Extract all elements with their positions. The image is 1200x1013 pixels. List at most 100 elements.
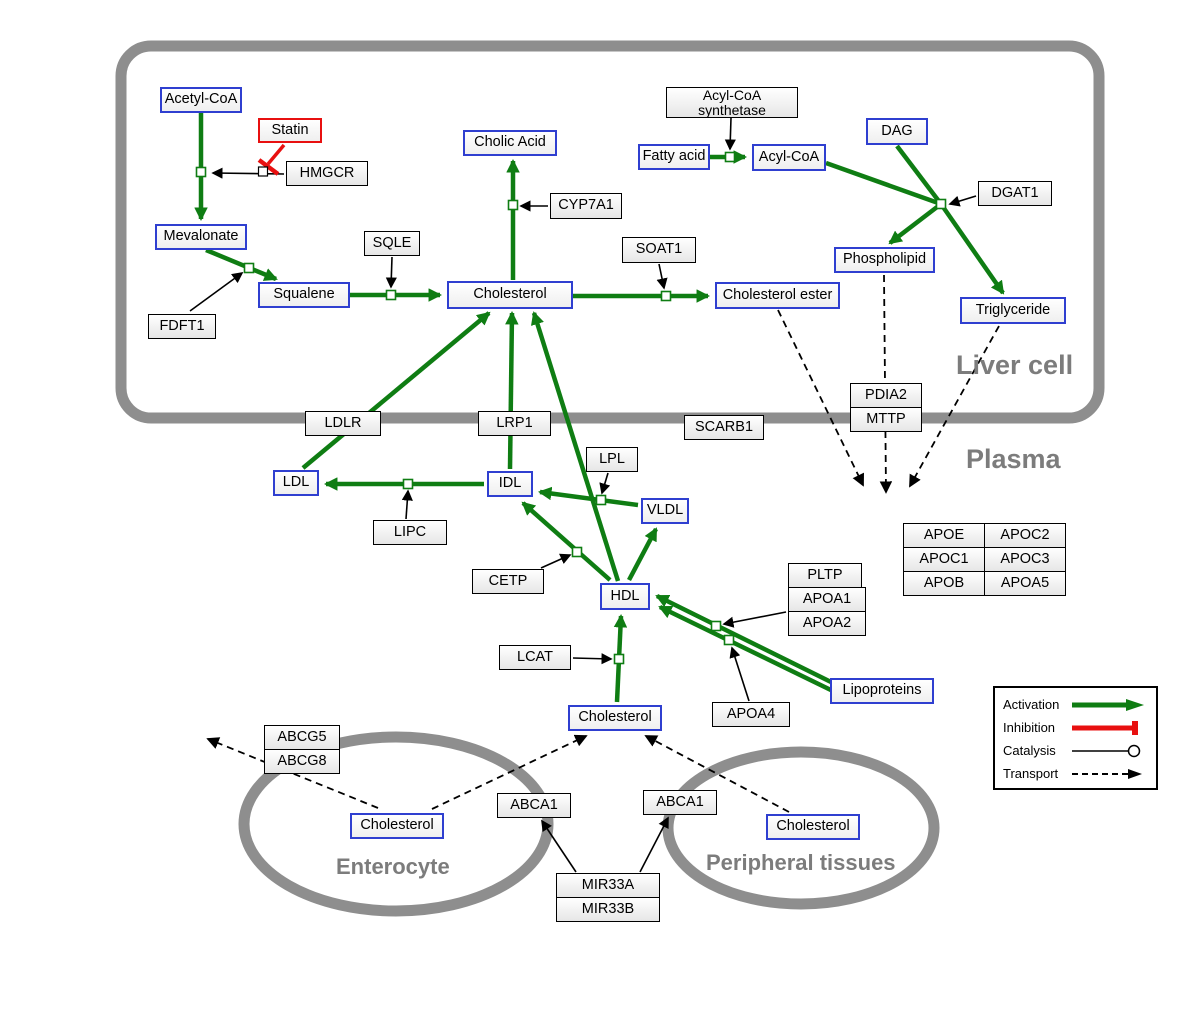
inhibition-tbar-icon	[1072, 720, 1138, 735]
node-abcg8[interactable]: ABCG8	[264, 749, 340, 774]
node-vldl[interactable]: VLDL	[641, 498, 689, 524]
node-abca1-enterocyte[interactable]: ABCA1	[497, 793, 571, 818]
node-scarb1[interactable]: SCARB1	[684, 415, 764, 440]
cat-hmgcr	[211, 167, 285, 179]
edge-lipoproteins-hdl-upper	[655, 593, 832, 685]
node-triglyceride[interactable]: Triglyceride	[960, 297, 1066, 324]
node-ldlr[interactable]: LDLR	[305, 411, 381, 436]
node-soat1[interactable]: SOAT1	[622, 237, 696, 263]
node-cholesterol-peripheral[interactable]: Cholesterol	[766, 814, 860, 840]
cat-lcat	[572, 653, 613, 665]
node-lpl[interactable]: LPL	[586, 447, 638, 472]
node-pltp[interactable]: PLTP	[788, 563, 862, 588]
plasma-label: Plasma	[966, 444, 1061, 474]
legend-row-inhibition: Inhibition	[1003, 716, 1148, 739]
peripheral-tissues-label: Peripheral tissues	[706, 850, 896, 875]
node-mevalonate[interactable]: Mevalonate	[155, 224, 247, 250]
node-dgat1[interactable]: DGAT1	[978, 181, 1052, 206]
edge-vldl-idl	[537, 486, 639, 508]
cat-dgat1	[948, 195, 977, 207]
legend-inhibition-label: Inhibition	[1003, 720, 1056, 735]
node-lipoproteins[interactable]: Lipoproteins	[830, 678, 934, 704]
legend-transport-label: Transport	[1003, 766, 1059, 781]
legend-catalysis-label: Catalysis	[1003, 743, 1056, 758]
activation-edges	[194, 113, 1005, 703]
node-mir33a[interactable]: MIR33A	[556, 873, 660, 898]
cat-apoa4	[729, 646, 750, 702]
inhibition-edge	[257, 143, 286, 176]
node-mttp[interactable]: MTTP	[850, 407, 922, 432]
edge-ldl-cholesterol	[301, 311, 491, 470]
node-cyp7a1[interactable]: CYP7A1	[550, 193, 622, 219]
edge-acylcoa-junction	[825, 160, 942, 207]
node-apob[interactable]: APOB	[903, 571, 985, 596]
edge-hdl-idl	[521, 501, 612, 582]
node-squalene[interactable]: Squalene	[258, 282, 350, 308]
node-apoc2[interactable]: APOC2	[984, 523, 1066, 548]
cat-lipc	[401, 489, 413, 520]
node-pdia2[interactable]: PDIA2	[850, 383, 922, 408]
activation-arrow-icon	[1072, 698, 1144, 711]
node-apoa2[interactable]: APOA2	[788, 611, 866, 636]
edge-junction-triglyceride	[939, 202, 1005, 295]
node-abcg5[interactable]: ABCG5	[264, 725, 340, 750]
cat-acylcoa-synthetase	[724, 117, 736, 151]
legend: Activation Inhibition Catalysis Transpor…	[993, 686, 1158, 790]
cat-fdft1	[189, 272, 244, 312]
node-lcat[interactable]: LCAT	[499, 645, 571, 670]
cat-soat1	[656, 263, 668, 290]
edge-mevalonate-squalene	[205, 247, 278, 282]
node-ldl[interactable]: LDL	[273, 470, 319, 496]
tr-triglyceride-plasma	[909, 325, 1000, 488]
node-hdl[interactable]: HDL	[600, 583, 650, 610]
reaction-nodes	[195, 151, 947, 665]
node-mir33b[interactable]: MIR33B	[556, 897, 660, 922]
catalysis-circle-icon	[1072, 744, 1141, 757]
node-acyl-coa[interactable]: Acyl-CoA	[752, 144, 826, 171]
node-abca1-peripheral[interactable]: ABCA1	[643, 790, 717, 815]
node-acetyl-coa[interactable]: Acetyl-CoA	[160, 87, 242, 113]
enterocyte-label: Enterocyte	[336, 854, 450, 879]
node-cholic-acid[interactable]: Cholic Acid	[463, 130, 557, 156]
reg-mir33-abca1-peripheral	[639, 816, 669, 873]
node-sqle[interactable]: SQLE	[364, 231, 420, 256]
liver-cell-membrane	[115, 40, 1105, 424]
node-apoe[interactable]: APOE	[903, 523, 985, 548]
node-lrp1[interactable]: LRP1	[478, 411, 551, 436]
acyl-coa-synthetase-line2: synthetase	[698, 101, 766, 118]
acyl-coa-synthetase-line1: Acyl-CoA	[702, 86, 762, 103]
node-cholesterol-enterocyte[interactable]: Cholesterol	[350, 813, 444, 839]
node-statin[interactable]: Statin	[258, 118, 322, 143]
node-apoa1[interactable]: APOA1	[788, 587, 866, 612]
node-apoa4[interactable]: APOA4	[712, 702, 790, 727]
legend-row-activation: Activation	[1003, 693, 1148, 716]
node-apoc1[interactable]: APOC1	[903, 547, 985, 572]
node-lipc[interactable]: LIPC	[373, 520, 447, 545]
node-apoa5[interactable]: APOA5	[984, 571, 1066, 596]
node-apoc3[interactable]: APOC3	[984, 547, 1066, 572]
node-phospholipid[interactable]: Phospholipid	[834, 247, 935, 273]
catalysis-edges	[189, 117, 977, 873]
node-cholesterol-ester[interactable]: Cholesterol ester	[715, 282, 840, 309]
edge-junction-phospholipid	[888, 202, 943, 245]
edge-lipoproteins-hdl-lower	[658, 604, 838, 696]
node-cetp[interactable]: CETP	[472, 569, 544, 594]
node-fdft1[interactable]: FDFT1	[148, 314, 216, 339]
node-cholesterol-liver[interactable]: Cholesterol	[447, 281, 573, 309]
node-fatty-acid[interactable]: Fatty acid	[638, 144, 710, 170]
node-idl[interactable]: IDL	[487, 471, 533, 497]
inhibition-target-square	[257, 166, 269, 177]
edge-hdl-vldl	[627, 527, 658, 582]
tr-cholesterol-abcg	[206, 737, 379, 809]
cat-pltp-apoa	[722, 611, 787, 628]
node-acyl-coa-synthetase[interactable]: Acyl-CoA synthetase	[666, 87, 798, 118]
liver-cell-label: Liver cell	[956, 350, 1074, 380]
node-cholesterol-plasma[interactable]: Cholesterol	[568, 705, 662, 731]
node-dag[interactable]: DAG	[866, 118, 928, 145]
cat-sqle	[385, 256, 397, 289]
cat-cetp	[540, 553, 572, 569]
edge-idl-cholesterol	[505, 310, 519, 470]
node-hmgcr[interactable]: HMGCR	[286, 161, 368, 186]
